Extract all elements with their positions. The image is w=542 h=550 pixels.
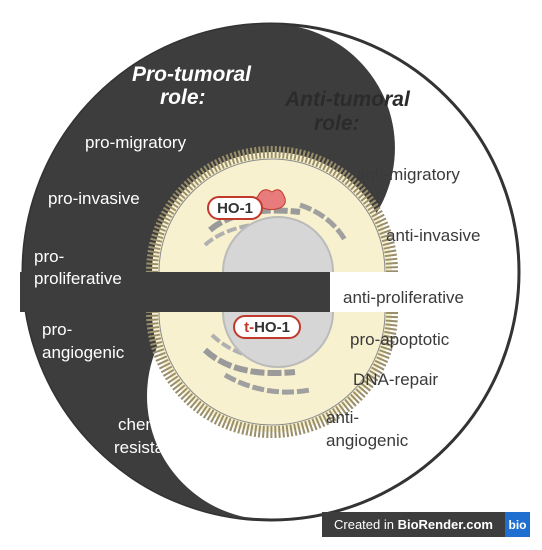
label-anti-invasive: anti-invasive <box>386 226 481 245</box>
label-chemo-2: resistance <box>114 438 191 457</box>
label-anti-proliferative: anti-proliferative <box>343 288 464 307</box>
pro-tumoral-title-1: Pro-tumoral <box>132 63 252 86</box>
tho1-label: t-HO-1 <box>244 319 290 336</box>
biorender-badge: Created in BioRender.com bio <box>322 512 530 537</box>
ho1-protein: HO-1 <box>207 189 286 220</box>
lower-cell <box>146 312 398 438</box>
label-pro-invasive: pro-invasive <box>48 189 140 208</box>
label-anti-angiogenic-2: angiogenic <box>326 431 409 450</box>
tho1-label-box <box>233 315 301 339</box>
biorender-logo-icon: bio <box>505 512 530 537</box>
label-anti-angiogenic-1: anti- <box>326 408 359 427</box>
label-anti-migratory: anti-migratory <box>356 165 460 184</box>
label-pro-migratory: pro-migratory <box>85 133 187 152</box>
badge-brand: BioRender.com <box>397 517 493 532</box>
ho1-label-box <box>207 196 263 220</box>
ho1-label: HO-1 <box>217 200 253 217</box>
tho1-main: HO-1 <box>254 319 290 336</box>
label-pro-apoptotic: pro-apoptotic <box>350 330 450 349</box>
nucleus-upper <box>222 216 334 272</box>
anti-tumoral-title-2: role: <box>314 112 360 135</box>
label-pro-proliferative-1: pro- <box>34 247 64 266</box>
tho1-prefix: t- <box>244 319 254 336</box>
label-pro-angiogenic-1: pro- <box>42 320 72 339</box>
label-pro-angiogenic-2: angiogenic <box>42 343 125 362</box>
anti-tumoral-title-1: Anti-tumoral <box>284 88 411 111</box>
tho1-protein: t-HO-1 <box>233 315 301 339</box>
label-chemo-1: chemo- <box>118 415 175 434</box>
label-dna-repair: DNA-repair <box>353 370 438 389</box>
badge-text: Created in BioRender.com <box>322 517 505 532</box>
badge-prefix: Created in <box>334 517 398 532</box>
pro-tumoral-title-2: role: <box>160 86 206 109</box>
label-pro-proliferative-2: proliferative <box>34 269 122 288</box>
